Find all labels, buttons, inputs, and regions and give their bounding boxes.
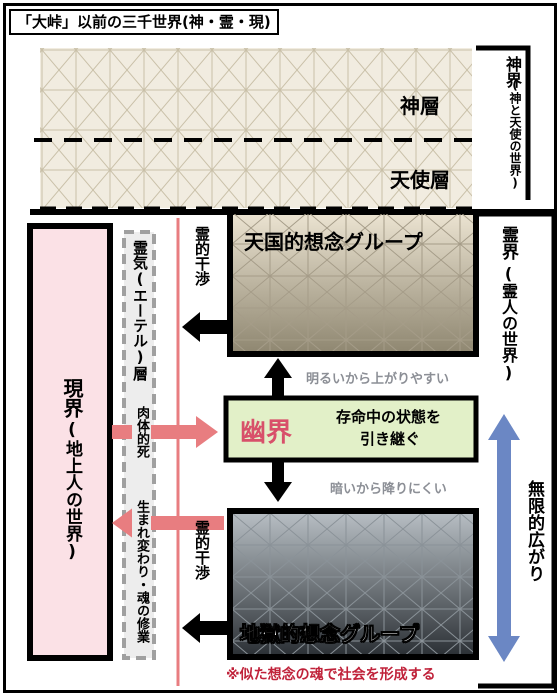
tenshi-layer-label: 天使層	[390, 168, 450, 192]
heaven-group-grid	[233, 214, 473, 351]
genkai-box	[27, 223, 113, 661]
rebirth-label: 生まれ変わり・魂の修業	[132, 500, 151, 643]
reikai-sublabel: (霊人の世界)	[499, 264, 518, 382]
bottom-note: ※似た想念の魂で社会を形成する	[226, 667, 436, 683]
yuukai-box	[223, 395, 479, 463]
physical-death-label: 肉体的死	[132, 406, 151, 458]
reikai-label-block: 霊界 (霊人の世界)	[484, 224, 528, 394]
up-arrow	[264, 358, 292, 398]
shinkai-label: 神界	[503, 56, 522, 88]
interference-arrow-bottom	[182, 613, 230, 643]
kami-layer-label: 神層	[400, 94, 440, 118]
reikai-label: 霊界	[498, 226, 518, 260]
divine-realm-grid	[40, 48, 472, 208]
ether-layer-label: 霊気(エーテル)層	[131, 240, 149, 381]
interference-label-top: 霊的干渉	[193, 226, 211, 286]
outer-frame	[3, 3, 557, 693]
diagram-title: 「大峠」以前の三千世界(神・霊・現)	[9, 9, 279, 35]
genkai-sublabel: (地上人の世界)	[62, 420, 82, 562]
rising-hint: 明るいから上がりやすい	[306, 372, 450, 387]
down-arrow	[264, 462, 292, 502]
genkai-label: 現界	[60, 378, 84, 418]
pink-arrow-left	[112, 507, 224, 539]
shinkai-label-block: 神界 (神と天使の世界)	[484, 54, 524, 200]
shinkai-bracket	[476, 45, 531, 200]
falling-hint: 暗いから降りにくい	[330, 482, 447, 497]
shinkai-sublabel: (神と天使の世界)	[508, 78, 522, 190]
infinite-spread-label: 無限的広がり	[524, 480, 544, 582]
yuukai-description-line2: 引き継ぐ	[360, 430, 421, 448]
interference-arrow-top	[182, 312, 230, 342]
heaven-group-label: 天国的想念グループ	[244, 230, 423, 254]
infinite-spread-arrow	[488, 414, 520, 662]
yuukai-description-line1: 存命中の状態を	[336, 408, 442, 426]
hell-group-grid	[233, 514, 473, 654]
interference-label-bottom: 霊的干渉	[193, 520, 211, 580]
yuukai-label: 幽界	[240, 418, 293, 448]
hell-group-label: 地獄的想念グループ	[240, 622, 419, 647]
